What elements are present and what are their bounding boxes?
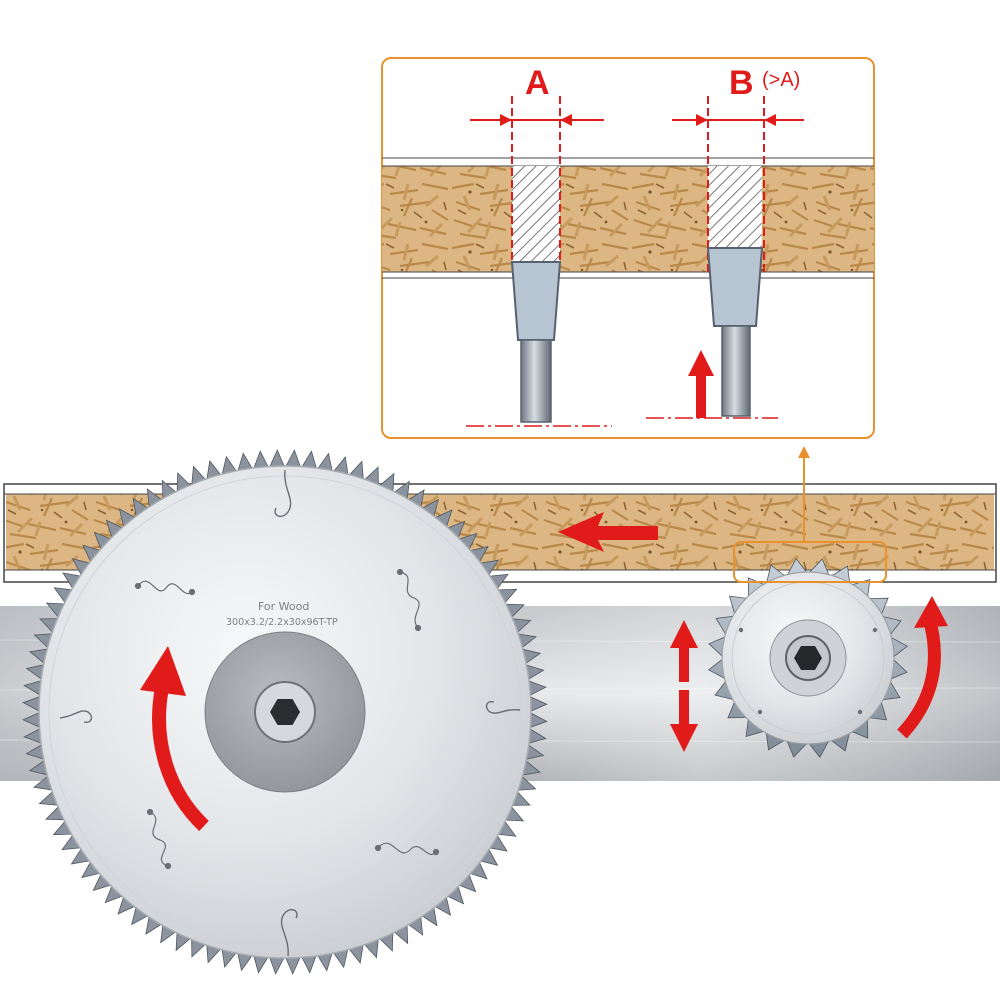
kerf-b-comparison-note: (>A) <box>762 69 801 91</box>
expansion-slots <box>59 469 521 957</box>
blade-spec-text: 300x3.2/2.2x30x96T-TP <box>226 617 338 628</box>
kerf-b-label: B <box>729 64 754 102</box>
kerf-a <box>466 96 612 427</box>
feed-direction-left-arrow-icon <box>558 512 658 552</box>
scoring-blade-clockwise-arrow-icon <box>897 596 948 739</box>
noise-reduction-slots <box>134 568 440 870</box>
kerf-b <box>646 96 804 419</box>
blade-brand-text: For Wood <box>258 600 310 613</box>
kerf-a-label: A <box>525 64 550 102</box>
cut-highlight-callout <box>733 446 887 583</box>
lift-up-arrow-icon <box>688 350 714 418</box>
main-blade-arbor-hex <box>270 699 300 725</box>
main-blade-counterclockwise-arrow-icon <box>140 646 209 832</box>
scoring-blade-arbor-hex <box>794 646 822 670</box>
scoring-blade-up-down-arrow-icon <box>670 620 698 752</box>
main-saw-blade <box>22 449 548 975</box>
cut-detail-inset <box>381 57 875 439</box>
